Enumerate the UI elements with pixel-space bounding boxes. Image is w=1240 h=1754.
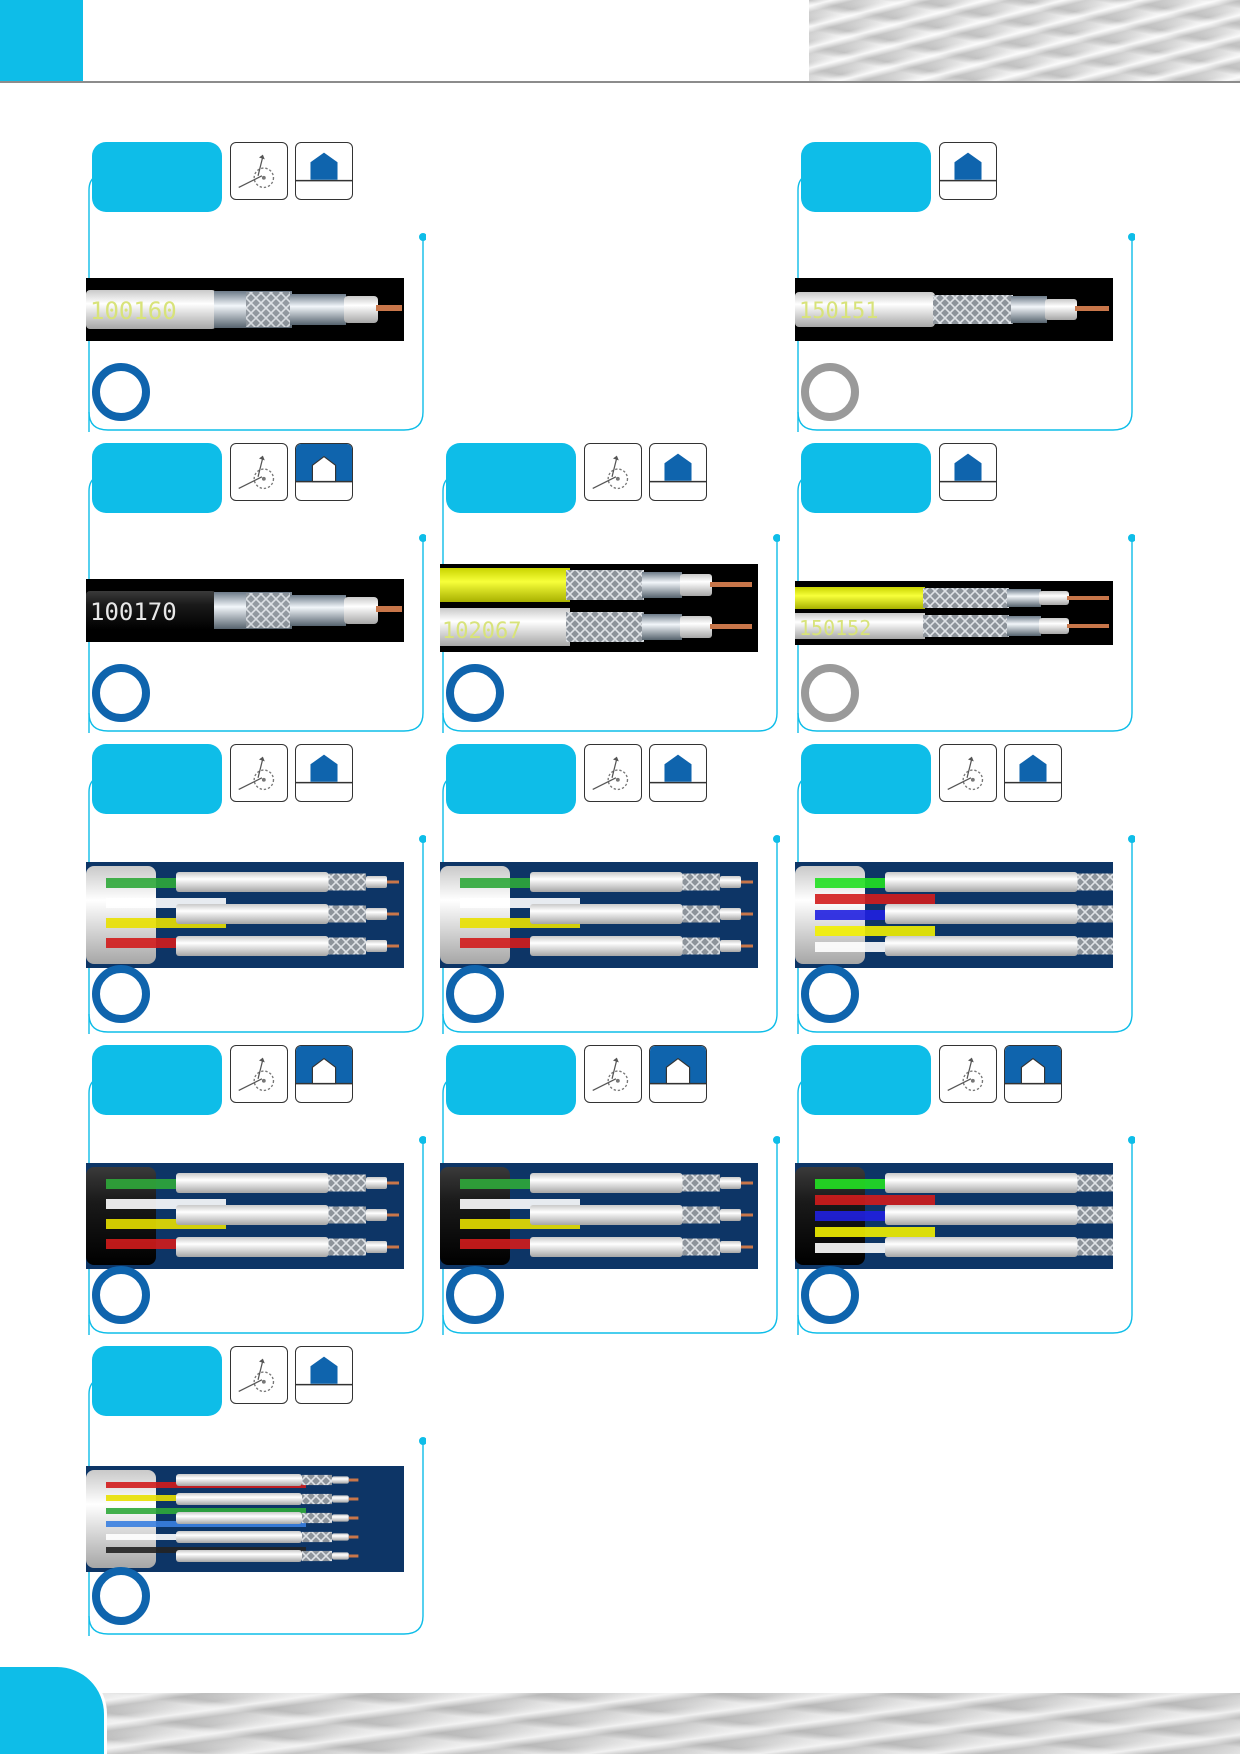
product-card[interactable]	[86, 744, 426, 1034]
rotator-motor-icon	[939, 1045, 997, 1103]
rotator-motor-icon	[939, 744, 997, 802]
indoor-house-inverted-icon	[295, 443, 353, 501]
product-card[interactable]	[440, 1045, 780, 1335]
rotator-motor-icon	[230, 744, 288, 802]
product-code-tab	[92, 1045, 222, 1115]
product-code-tab	[801, 1045, 931, 1115]
sleeve-print: 102067	[442, 619, 521, 644]
product-card[interactable]: 100160	[86, 142, 426, 432]
indoor-house-icon	[939, 443, 997, 501]
product-code-tab	[92, 142, 222, 212]
rotator-motor-icon	[584, 443, 642, 501]
rating-ring	[801, 664, 859, 722]
cable-bundle-photo	[795, 1163, 1113, 1269]
product-code-tab	[801, 142, 931, 212]
sleeve-print: 150151	[799, 299, 878, 324]
cable-photo: 102067	[440, 564, 758, 652]
indoor-house-icon	[1004, 744, 1062, 802]
cable-bundle-photo	[440, 862, 758, 968]
rating-ring	[446, 965, 504, 1023]
rotator-motor-icon	[230, 142, 288, 200]
cable-bundle-photo	[86, 862, 404, 968]
product-card[interactable]	[86, 1346, 426, 1636]
rating-ring	[801, 965, 859, 1023]
sleeve-print: 100160	[90, 297, 177, 325]
cable-photo: 150151	[795, 278, 1113, 341]
cable-bundle-photo	[795, 862, 1113, 968]
product-code-tab	[92, 744, 222, 814]
indoor-house-inverted-icon	[295, 1045, 353, 1103]
product-code-tab	[801, 443, 931, 513]
product-card[interactable]: 100170	[86, 443, 426, 733]
product-code-tab	[446, 1045, 576, 1115]
rating-ring	[801, 363, 859, 421]
product-card[interactable]	[795, 744, 1135, 1034]
sleeve-print: 100170	[90, 598, 177, 626]
indoor-house-icon	[649, 744, 707, 802]
indoor-house-icon	[939, 142, 997, 200]
product-card[interactable]: 150151	[795, 142, 1135, 432]
footer-accent-tab	[0, 1664, 107, 1754]
rating-ring	[92, 1266, 150, 1324]
indoor-house-inverted-icon	[1004, 1045, 1062, 1103]
product-code-tab	[801, 744, 931, 814]
rating-ring	[92, 363, 150, 421]
product-card[interactable]	[440, 744, 780, 1034]
rating-ring	[92, 1567, 150, 1625]
rotator-motor-icon	[584, 744, 642, 802]
rating-ring	[92, 965, 150, 1023]
cable-bundle-photo	[86, 1466, 404, 1572]
rotator-motor-icon	[230, 443, 288, 501]
rating-ring	[446, 1266, 504, 1324]
cable-photo: 100170	[86, 579, 404, 642]
indoor-house-icon	[295, 1346, 353, 1404]
header-cable-texture	[809, 0, 1240, 82]
product-card[interactable]: 102067	[440, 443, 780, 733]
indoor-house-icon	[295, 142, 353, 200]
product-card[interactable]	[795, 1045, 1135, 1335]
cable-bundle-photo	[440, 1163, 758, 1269]
indoor-house-icon	[295, 744, 353, 802]
cable-photo: 150152	[795, 581, 1113, 645]
cable-photo: 100160	[86, 278, 404, 341]
rotator-motor-icon	[584, 1045, 642, 1103]
product-code-tab	[446, 443, 576, 513]
product-code-tab	[92, 1346, 222, 1416]
rating-ring	[92, 664, 150, 722]
product-card[interactable]: 150152	[795, 443, 1135, 733]
rating-ring	[801, 1266, 859, 1324]
rotator-motor-icon	[230, 1346, 288, 1404]
header-rule	[0, 81, 1240, 83]
rotator-motor-icon	[230, 1045, 288, 1103]
rating-ring	[446, 664, 504, 722]
product-code-tab	[446, 744, 576, 814]
indoor-house-icon	[649, 443, 707, 501]
cable-bundle-photo	[86, 1163, 404, 1269]
footer-cable-texture	[100, 1693, 1240, 1754]
product-code-tab	[92, 443, 222, 513]
indoor-house-inverted-icon	[649, 1045, 707, 1103]
sleeve-print: 150152	[799, 616, 871, 640]
header-accent-block	[0, 0, 83, 82]
product-card[interactable]	[86, 1045, 426, 1335]
